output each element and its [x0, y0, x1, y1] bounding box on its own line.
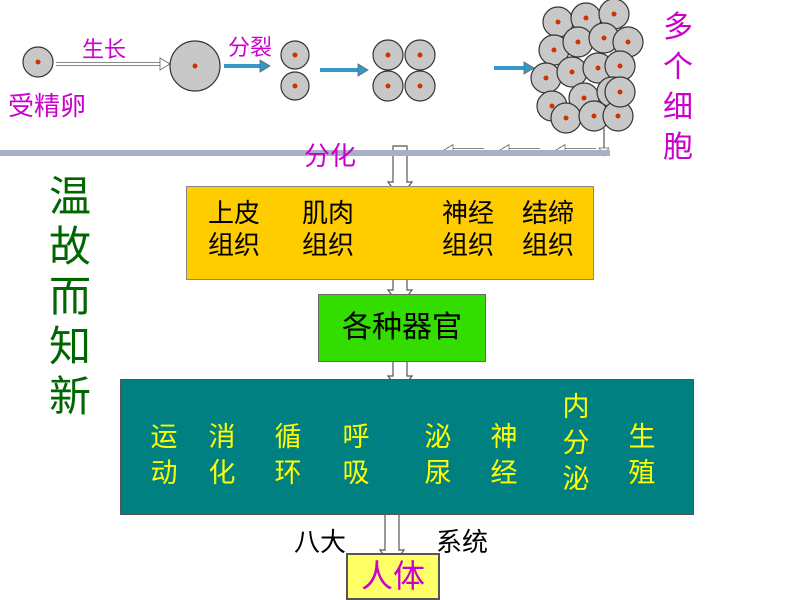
four-cell-3 — [372, 70, 404, 102]
cluster-cell-8 — [530, 62, 562, 94]
body-label: 人体 — [360, 557, 425, 595]
divide-arrow-head — [259, 59, 271, 73]
cluster-cell-3 — [598, 0, 630, 30]
zygote-label: 受精卵 — [8, 92, 87, 122]
cluster-cell-16 — [578, 100, 610, 132]
grow-label: 生长 — [82, 38, 127, 63]
arrow-3-head — [523, 61, 535, 75]
arrow-2-head — [357, 63, 369, 77]
cluster-cell-17 — [602, 100, 634, 132]
tissue-muscle: 肌肉组织 — [302, 199, 355, 261]
differentiate-label: 分化 — [304, 142, 357, 172]
system-nervous: 神经 — [490, 422, 518, 489]
cluster-cell-9 — [556, 56, 588, 88]
four-cell-4 — [404, 70, 436, 102]
body-box: 人体 — [346, 553, 440, 600]
four-cell-1 — [372, 39, 404, 71]
cluster-cell-15 — [550, 102, 582, 134]
tissue-epithelial: 上皮组织 — [208, 199, 261, 261]
system-respiratory: 呼吸 — [342, 422, 370, 489]
grow-arrow-head — [159, 57, 171, 71]
system-reproductive: 生殖 — [628, 422, 656, 489]
divider-line — [0, 150, 610, 156]
system-caption-right: 系统 — [436, 528, 489, 558]
system-motor: 运动 — [150, 422, 178, 489]
system-caption-left: 八大 — [294, 528, 347, 558]
system-endocrine: 内分泌 — [562, 392, 590, 495]
system-circulatory: 循环 — [274, 422, 302, 489]
system-digestive: 消化 — [208, 422, 236, 489]
two-cell-bottom — [280, 71, 310, 101]
cluster-cell-18 — [604, 76, 636, 108]
tissue-connective: 结缔组织 — [522, 199, 575, 261]
system-box — [120, 379, 694, 515]
tissue-box — [186, 186, 594, 280]
review-vertical-text: 温故而知新 — [48, 172, 91, 421]
divide-label: 分裂 — [228, 36, 273, 61]
system-urinary: 泌尿 — [424, 422, 452, 489]
tissue-nerve: 神经组织 — [442, 199, 495, 261]
zygote-cell — [22, 46, 54, 78]
cluster-cell-6 — [588, 22, 620, 54]
four-cell-2 — [404, 39, 436, 71]
grown-cell — [169, 40, 221, 92]
organ-box: 各种器官 — [318, 294, 486, 362]
many-cells-label: 多个细胞 — [663, 10, 693, 165]
two-cell-top — [280, 40, 310, 70]
cluster-cell-11 — [604, 50, 636, 82]
organ-label: 各种器官 — [342, 310, 462, 345]
cluster-cell-5 — [562, 26, 594, 58]
